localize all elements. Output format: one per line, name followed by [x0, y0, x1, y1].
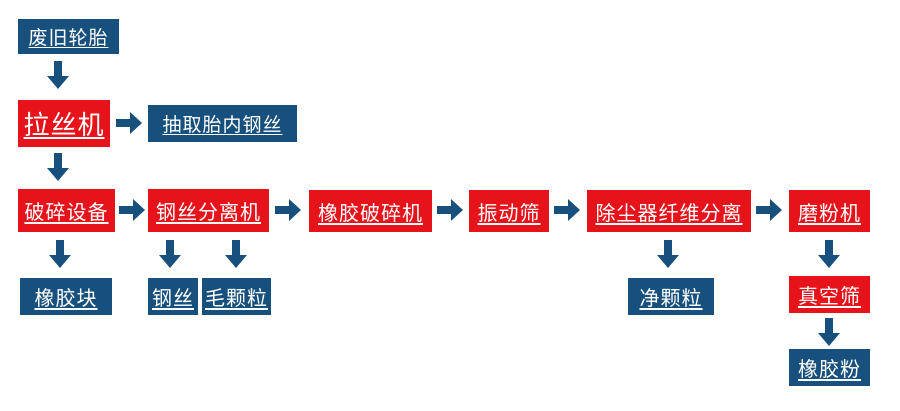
node-waste-tire: 废旧轮胎 [18, 19, 119, 54]
arrow-down-icon [47, 61, 69, 89]
arrow-down-icon [657, 240, 679, 268]
node-dust-fiber-separator: 除尘器纤维分离 [587, 190, 751, 232]
arrow-down-icon [225, 240, 247, 268]
arrow-down-icon [47, 153, 69, 181]
node-coarse-granules: 毛颗粒 [202, 278, 271, 315]
node-vacuum-screen: 真空筛 [789, 276, 870, 313]
node-rubber-crusher: 橡胶破碎机 [309, 190, 432, 232]
node-rubber-block: 橡胶块 [20, 278, 112, 315]
arrow-down-icon [159, 240, 181, 268]
node-rubber-powder: 橡胶粉 [789, 349, 870, 386]
arrow-down-icon [818, 240, 840, 268]
arrow-right-icon [116, 112, 142, 134]
node-steel-wire: 钢丝 [148, 278, 198, 315]
arrow-down-icon [49, 240, 71, 268]
node-vibrating-screen: 振动筛 [469, 190, 549, 232]
node-clean-granules: 净颗粒 [628, 278, 714, 315]
node-crushing-equipment: 破碎设备 [18, 189, 115, 232]
arrow-right-icon [119, 199, 145, 221]
node-extract-inner-wire: 抽取胎内钢丝 [148, 105, 297, 142]
node-grinding-machine: 磨粉机 [789, 190, 870, 232]
arrow-right-icon [554, 199, 580, 221]
arrow-right-icon [437, 199, 463, 221]
arrow-right-icon [756, 199, 782, 221]
arrow-down-icon [818, 318, 840, 346]
node-wire-separator: 钢丝分离机 [148, 189, 269, 232]
node-wire-drawing-machine: 拉丝机 [18, 100, 110, 147]
arrow-right-icon [275, 199, 301, 221]
